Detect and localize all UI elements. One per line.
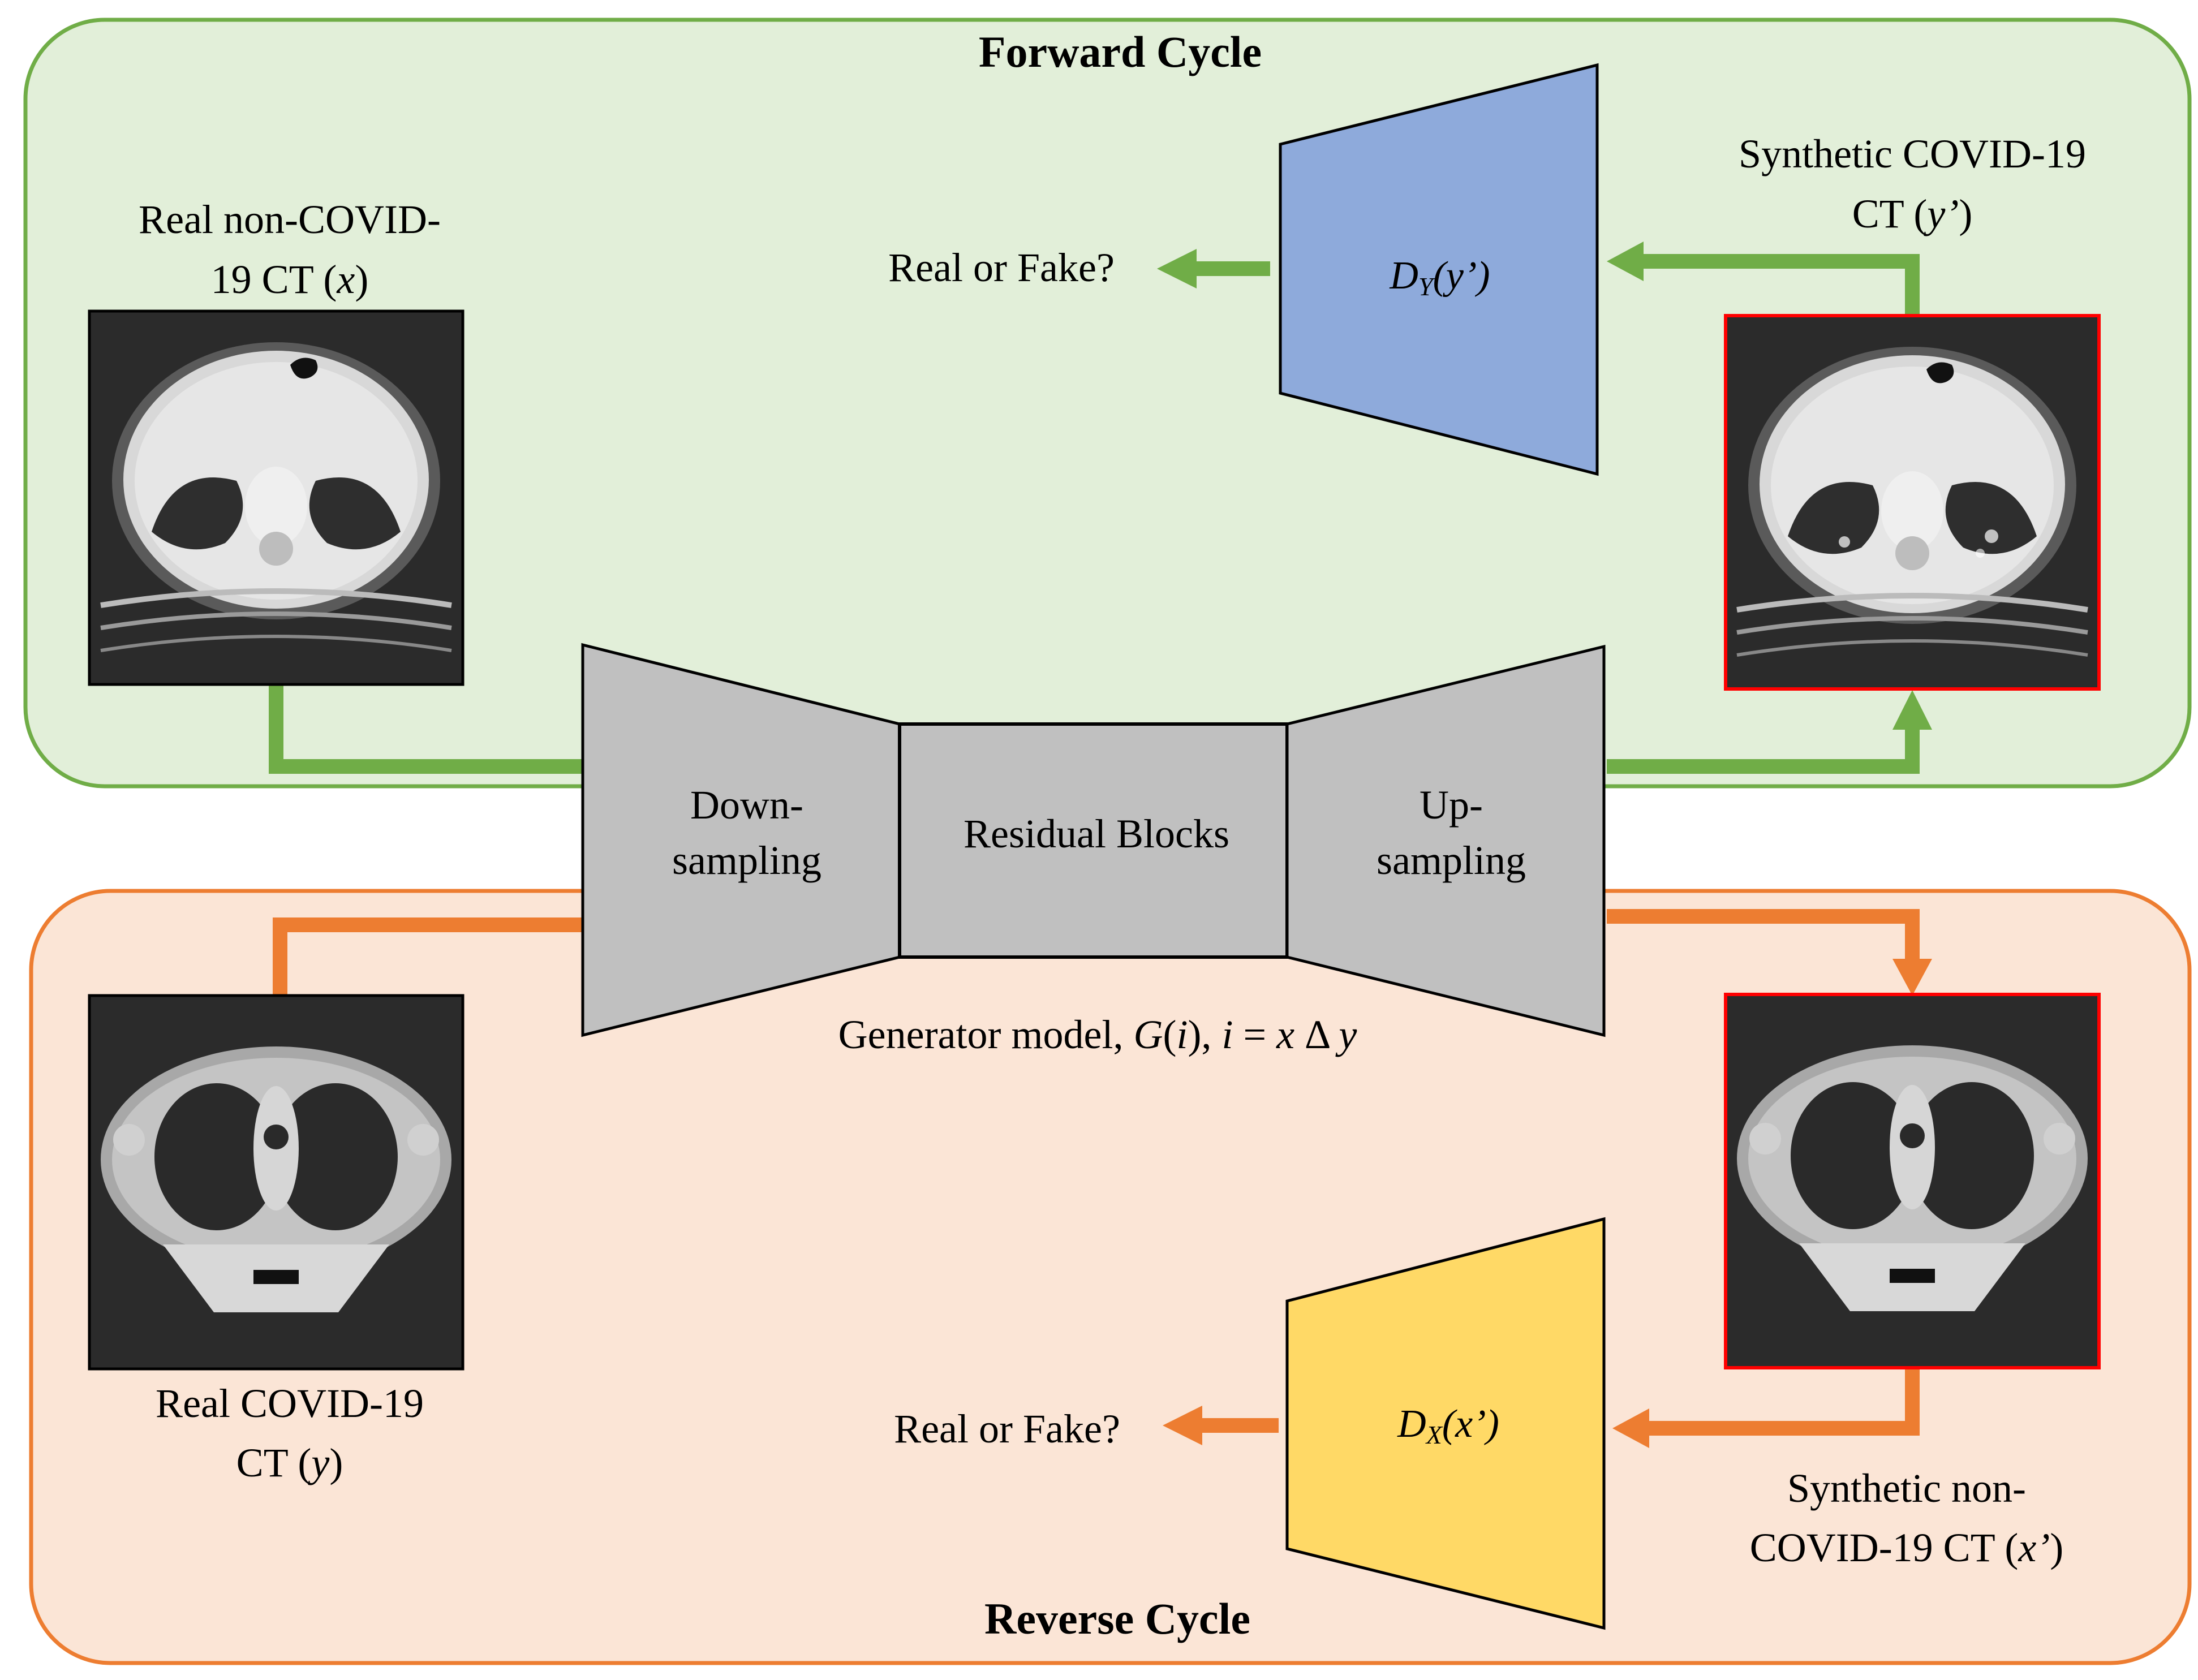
upsampling-label-line2: sampling <box>1377 838 1526 883</box>
residual-blocks <box>898 722 1289 959</box>
arrowhead-down <box>1892 959 1932 996</box>
discriminator-y <box>1279 63 1599 476</box>
reverse-cycle-title: Reverse Cycle <box>984 1594 1250 1643</box>
discriminator-x <box>1285 1217 1606 1630</box>
arrowhead-left <box>1157 249 1197 288</box>
real-non-covid-ct-image <box>89 311 463 684</box>
residual-blocks-label: Residual Blocks <box>963 811 1229 856</box>
discriminator-y-label: DY(y’) <box>1389 254 1490 301</box>
arrowhead-left <box>1612 1408 1649 1448</box>
arrowhead-up <box>1892 690 1932 730</box>
forward-cycle-title: Forward Cycle <box>979 27 1262 76</box>
reverse-arrows <box>273 909 1932 1448</box>
real-non-covid-label-line1: Real non-COVID- <box>139 197 441 242</box>
forward-decision-label: Real or Fake? <box>888 245 1115 290</box>
downsampling-label-line2: sampling <box>672 838 821 883</box>
forward-arrows <box>269 242 1932 774</box>
synthetic-covid-ct-image <box>1726 316 2099 689</box>
synthetic-covid-label-line1: Synthetic COVID-19 <box>1739 131 2086 176</box>
real-covid-label-line2: CT (y) <box>236 1440 343 1485</box>
generator-model <box>581 643 1606 1037</box>
discriminator-x-label: DX(x’) <box>1397 1402 1499 1449</box>
synthetic-covid-label-line2: CT (y’) <box>1852 191 1973 236</box>
synthetic-non-covid-ct-image <box>1724 993 2101 1369</box>
upsampling-label-line1: Up- <box>1420 782 1483 828</box>
synthetic-non-covid-label-line2: COVID-19 CT (x’) <box>1750 1525 2064 1570</box>
arrowhead-left <box>1163 1406 1202 1445</box>
reverse-decision-label: Real or Fake? <box>894 1406 1120 1451</box>
upsampling-block <box>1285 644 1606 1037</box>
arrowhead-left <box>1607 242 1644 281</box>
downsampling-label-line1: Down- <box>690 782 803 828</box>
generator-caption: Generator model, G(i), i = x Δ y <box>838 1012 1357 1057</box>
synthetic-non-covid-label-line1: Synthetic non- <box>1787 1466 2026 1511</box>
real-non-covid-label-line2: 19 CT (x) <box>211 257 369 302</box>
real-covid-label-line1: Real COVID-19 <box>156 1381 424 1426</box>
real-covid-ct-image <box>88 994 464 1371</box>
